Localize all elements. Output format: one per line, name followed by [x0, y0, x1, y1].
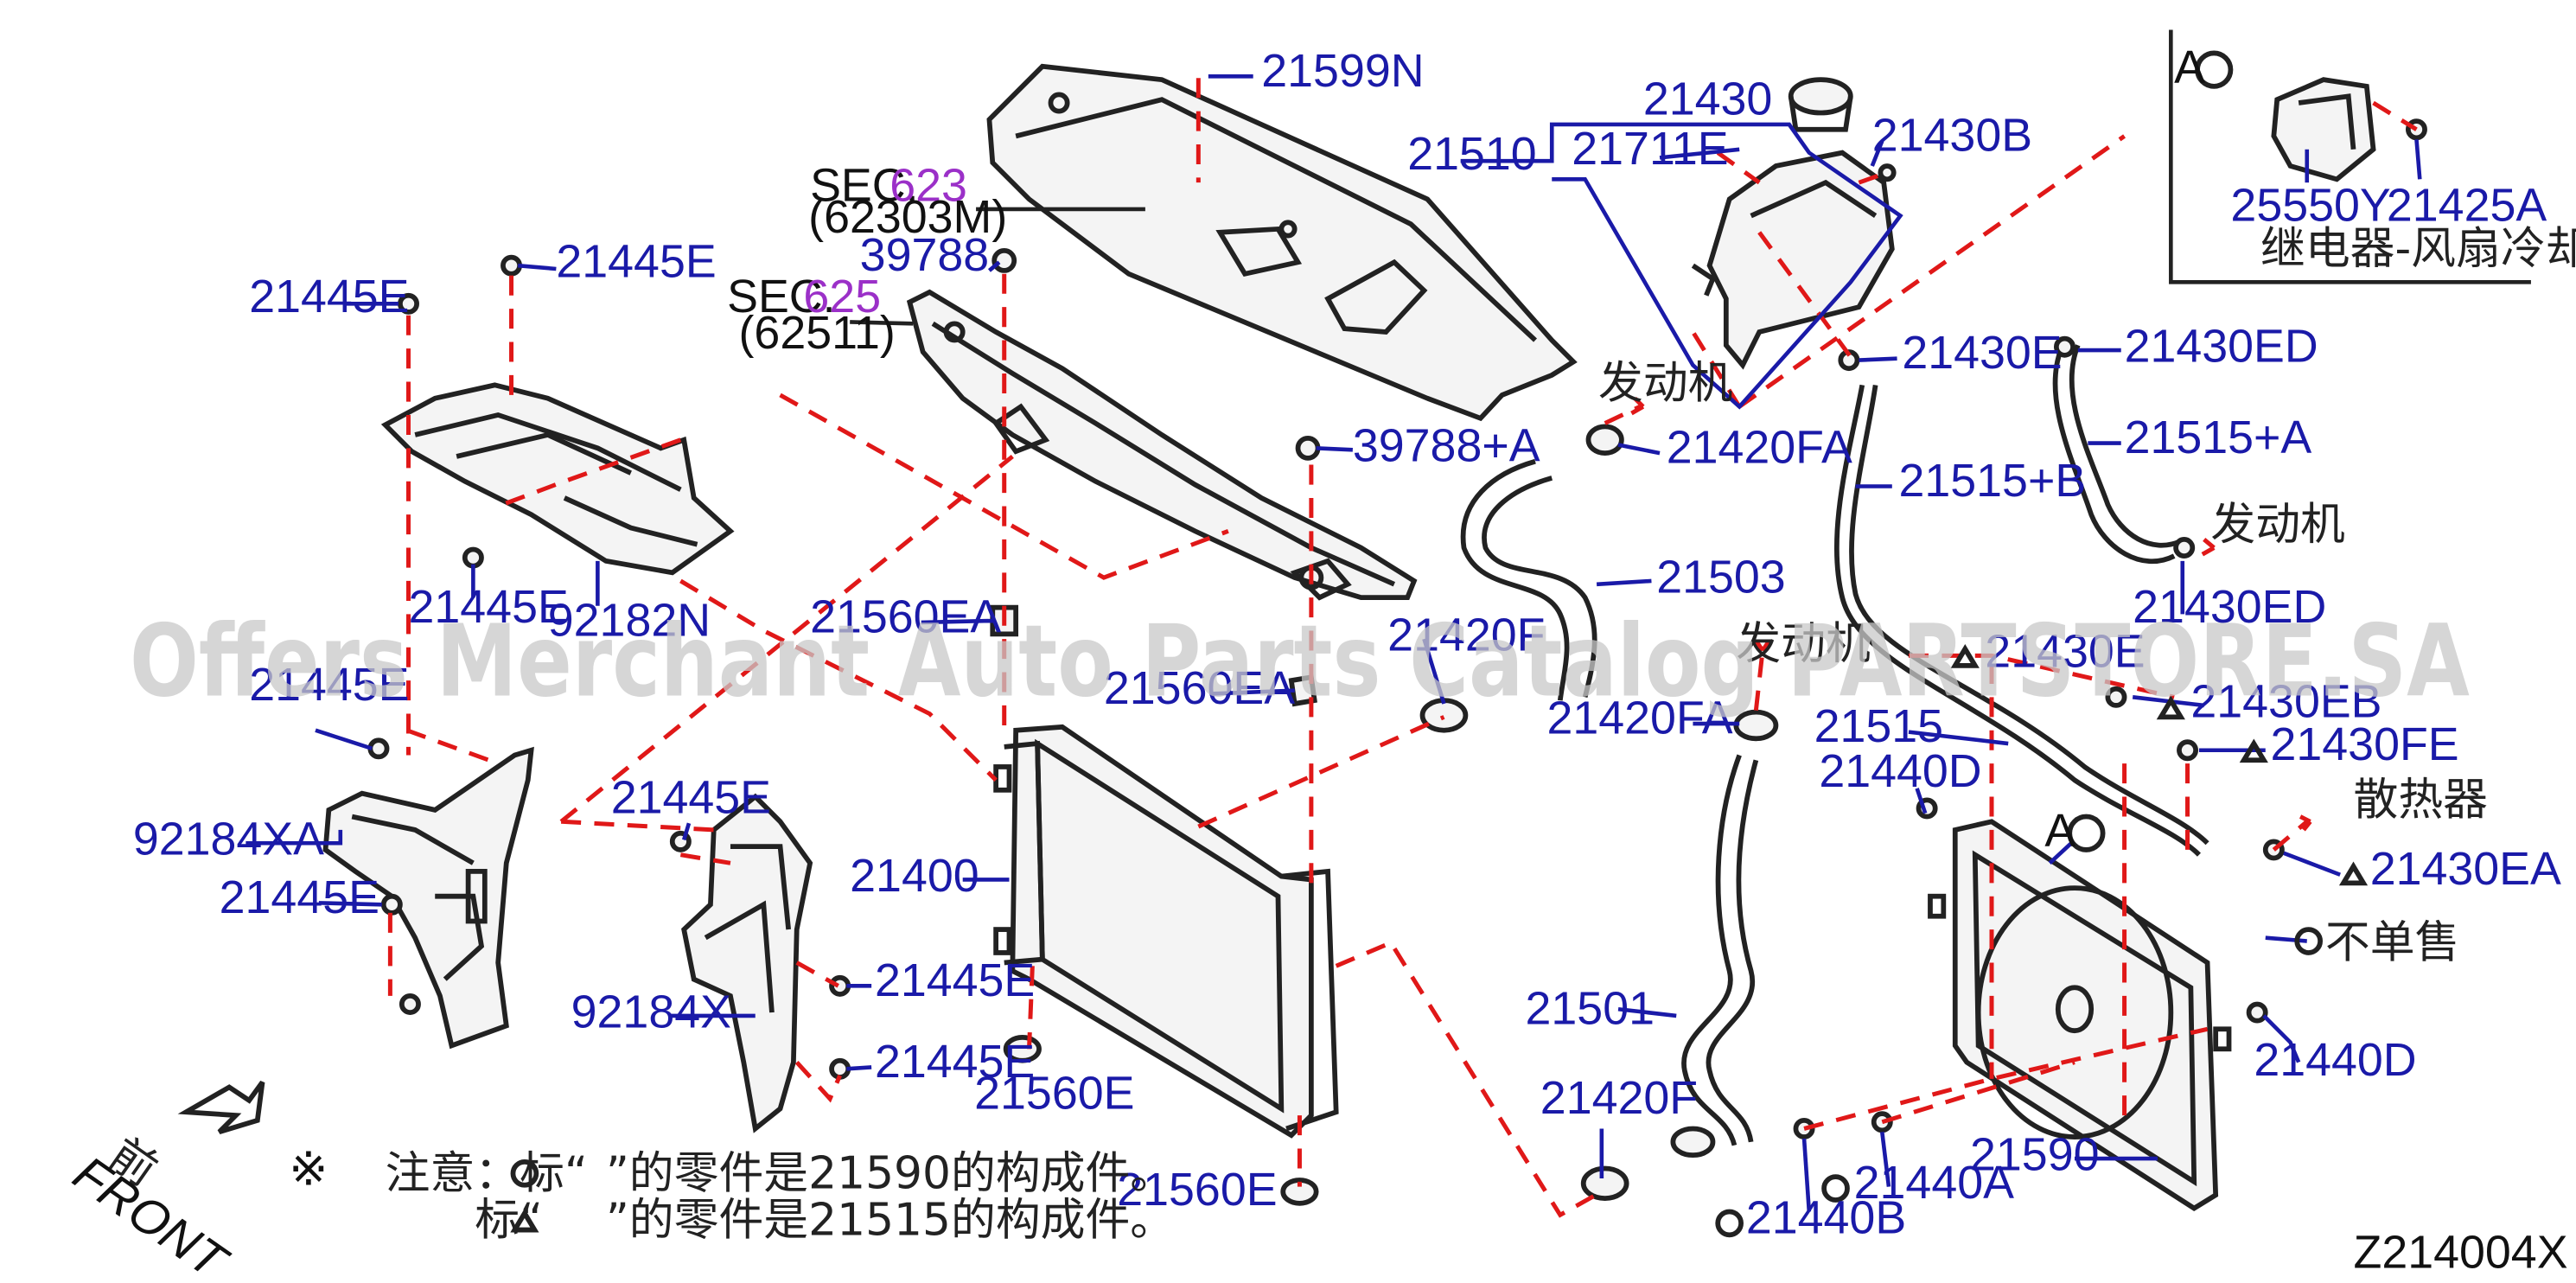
symbols [177, 50, 2369, 1238]
leader-lines [245, 29, 2531, 1212]
label-sec-625: SEC. [727, 271, 835, 322]
label-92184X[interactable]: 92184X [571, 986, 731, 1037]
note-line-2a: 标“ [475, 1194, 543, 1246]
label-21400[interactable]: 21400 [850, 850, 979, 902]
label-21430EA[interactable]: 21430EA [2370, 843, 2561, 895]
label-21560EA[interactable]: 21560EA [1104, 662, 1295, 714]
label-25550Y[interactable]: 25550Y [2230, 179, 2390, 231]
label-21711E[interactable]: 21711E [1572, 123, 1728, 175]
label-21445E[interactable]: 21445E [409, 581, 569, 633]
label-21430E[interactable]: 21430E [1985, 626, 2145, 678]
label-21430FE[interactable]: 21430FE [2271, 718, 2459, 770]
diagram-code: Z214004X [2354, 1227, 2568, 1279]
label-39788[interactable]: 39788 [860, 229, 989, 281]
fan-relay[interactable] [2271, 77, 2376, 182]
label-21430ED[interactable]: 21430ED [2125, 321, 2318, 373]
label-92182N[interactable]: 92182N [548, 594, 711, 646]
label-21560E[interactable]: 21560E [974, 1067, 1134, 1119]
label-relay-fan-cooling: 继电器-风扇冷却 [2260, 223, 2576, 275]
label-21445E[interactable]: 21445E [249, 659, 409, 711]
label-sec-623: SEC. [810, 159, 918, 211]
fasteners [367, 118, 2427, 1206]
reservoir-tank[interactable] [1691, 77, 1895, 370]
label-21560EA[interactable]: 21560EA [810, 590, 1001, 642]
label-21599N[interactable]: 21599N [1261, 45, 1424, 97]
label-21515[interactable]: 21515 [1814, 700, 1943, 752]
label-21430EB[interactable]: 21430EB [2190, 675, 2382, 727]
note-line-1a: 注意：标“ [386, 1148, 588, 1200]
lower-hose[interactable] [1670, 754, 1759, 1159]
label-21445E[interactable]: 21445E [875, 954, 1035, 1006]
label-21445E[interactable]: 21445E [556, 236, 716, 288]
label-21420F[interactable]: 21420F [1540, 1072, 1698, 1124]
label-21560E[interactable]: 21560E [1117, 1164, 1277, 1216]
reservoir-hose[interactable] [1833, 384, 2209, 857]
label-21430[interactable]: 21430 [1643, 73, 1772, 124]
label-sec-625-num[interactable]: 625 [803, 271, 881, 322]
label-21445E[interactable]: 21445E [611, 772, 771, 824]
callout-a: A [2044, 805, 2075, 857]
label-21440D[interactable]: 21440D [1819, 745, 1981, 797]
label-not-sold-separately: 不单售 [2325, 917, 2460, 969]
label-21515A[interactable]: 21515+A [2125, 412, 2312, 463]
label-21440D[interactable]: 21440D [2254, 1034, 2416, 1086]
air-guide-right[interactable] [681, 793, 813, 1133]
assembly-lines [387, 78, 2418, 1218]
label-21430ED[interactable]: 21430ED [2133, 581, 2326, 633]
engine-hose[interactable] [2052, 344, 2183, 565]
label-21430B[interactable]: 21430B [1872, 110, 2032, 162]
air-guide-lower[interactable] [380, 382, 735, 576]
label-engine: 发动机 [1598, 358, 1733, 410]
label-engine: 发动机 [1736, 618, 1870, 670]
label-21445E[interactable]: 21445E [220, 871, 379, 923]
label-62303M: (62303M) [808, 191, 1007, 243]
label-21501[interactable]: 21501 [1526, 983, 1655, 1035]
hose-clamp[interactable] [1419, 424, 1779, 1201]
label-62511: (62511) [739, 307, 896, 359]
radiator-core-support[interactable] [906, 289, 1418, 601]
label-engine: 发动机 [2210, 499, 2344, 551]
upper-cover-panel[interactable] [986, 63, 1578, 422]
label-21503[interactable]: 21503 [1656, 551, 1785, 603]
watermark: Offers Merchant Auto Parts Catalog PARTS… [130, 603, 2470, 719]
label-21445E[interactable]: 21445E [875, 1036, 1035, 1088]
label-39788A[interactable]: 39788+A [1353, 420, 1540, 472]
label-radiator: 散热器 [2354, 775, 2489, 827]
label-21445E[interactable]: 21445E [249, 271, 409, 322]
note-line-1b: ”的零件是21590的构成件。 [606, 1148, 1175, 1200]
label-21440A[interactable]: 21440A [1854, 1157, 2014, 1209]
note-mark: ※ [289, 1144, 328, 1196]
label-21420F[interactable]: 21420F [1387, 610, 1545, 661]
label-21420FA[interactable]: 21420FA [1546, 693, 1732, 744]
upper-hose[interactable] [1460, 458, 1597, 701]
label-21430E[interactable]: 21430E [1902, 327, 2062, 379]
label-92184XA[interactable]: 92184XA [133, 814, 324, 865]
label-21420FA[interactable]: 21420FA [1667, 422, 1852, 474]
air-guide-left[interactable] [322, 746, 534, 1050]
label-21425A[interactable]: 21425A [2387, 179, 2547, 231]
label-21515B[interactable]: 21515+B [1898, 455, 2086, 507]
note-line-2b: ”的零件是21515的构成件。 [606, 1194, 1175, 1246]
radiator[interactable] [993, 724, 1339, 1139]
callout-a: A [2174, 41, 2205, 93]
label-sec-623-num[interactable]: 623 [889, 159, 967, 211]
label-21440B[interactable]: 21440B [1746, 1191, 1906, 1243]
label-21590[interactable]: 21590 [1970, 1128, 2099, 1180]
label-21510[interactable]: 21510 [1407, 128, 1536, 180]
fan-shroud[interactable] [1928, 819, 2232, 1212]
